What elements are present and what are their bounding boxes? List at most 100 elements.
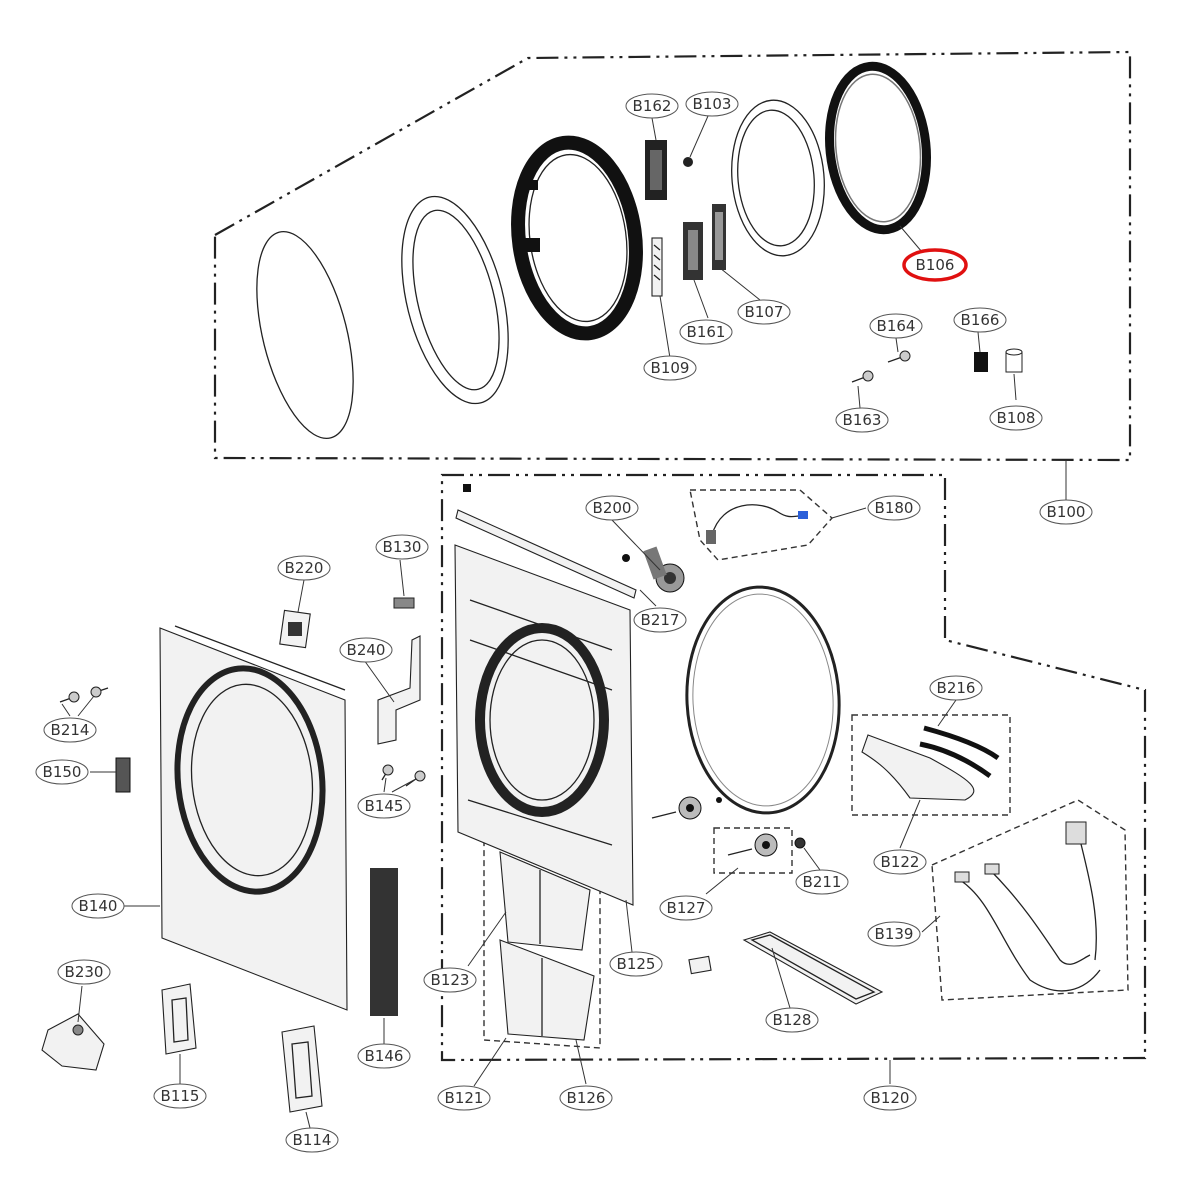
svg-text:B125: B125 <box>617 955 656 973</box>
label-b100[interactable]: B100 <box>1039 499 1093 525</box>
svg-text:B126: B126 <box>567 1089 606 1107</box>
bearing-b127 <box>651 796 778 857</box>
label-b120[interactable]: B120 <box>863 1085 917 1111</box>
label-b200[interactable]: B200 <box>585 495 639 521</box>
svg-text:B114: B114 <box>293 1131 332 1149</box>
label-b163[interactable]: B163 <box>835 407 889 433</box>
svg-text:B139: B139 <box>875 925 914 943</box>
label-b115[interactable]: B115 <box>153 1083 207 1109</box>
label-b139[interactable]: B139 <box>867 921 921 947</box>
svg-text:B122: B122 <box>881 853 920 871</box>
wire-harness-b180 <box>706 504 808 544</box>
label-b162[interactable]: B162 <box>625 93 679 119</box>
label-b108[interactable]: B108 <box>989 405 1043 431</box>
label-b122[interactable]: B122 <box>873 849 927 875</box>
label-b161[interactable]: B161 <box>679 319 733 345</box>
svg-text:B162: B162 <box>633 97 672 115</box>
b127-group-boundary <box>713 827 793 874</box>
svg-text:B150: B150 <box>43 763 82 781</box>
filter-housing-b128 <box>688 931 884 1005</box>
svg-text:B166: B166 <box>961 311 1000 329</box>
label-b107[interactable]: B107 <box>737 299 791 325</box>
wire-harness-b139 <box>954 821 1101 992</box>
screw-b103 <box>683 157 693 167</box>
hinge-cover-b114 <box>281 1025 323 1113</box>
door-gasket-b106 <box>824 61 932 235</box>
door-assembly-boundary <box>213 50 1132 462</box>
door-hinge-block <box>645 140 667 200</box>
svg-text:B214: B214 <box>51 721 90 739</box>
label-b140[interactable]: B140 <box>71 893 125 919</box>
top-bracket-strip <box>455 484 637 599</box>
door-hook-b107 <box>712 204 726 270</box>
svg-text:B200: B200 <box>593 499 632 517</box>
label-b166[interactable]: B166 <box>953 307 1007 333</box>
svg-text:B109: B109 <box>651 359 690 377</box>
svg-text:B216: B216 <box>937 679 976 697</box>
svg-text:B120: B120 <box>871 1089 910 1107</box>
label-b146[interactable]: B146 <box>357 1043 411 1069</box>
label-b106[interactable]: B106 <box>902 248 968 282</box>
svg-text:B106: B106 <box>916 256 955 274</box>
label-b103[interactable]: B103 <box>685 91 739 117</box>
svg-text:B240: B240 <box>347 641 386 659</box>
front-frame-b125 <box>454 544 634 906</box>
label-b121[interactable]: B121 <box>437 1085 491 1111</box>
hinge-b150 <box>115 757 131 793</box>
gasket-ring-large <box>685 585 841 815</box>
label-b164[interactable]: B164 <box>869 313 923 339</box>
label-b145[interactable]: B145 <box>357 793 411 819</box>
label-b126[interactable]: B126 <box>559 1085 613 1111</box>
label-b230[interactable]: B230 <box>57 959 111 985</box>
svg-text:B127: B127 <box>667 899 706 917</box>
svg-text:B146: B146 <box>365 1047 404 1065</box>
label-b114[interactable]: B114 <box>285 1127 339 1153</box>
lint-filter-b126 <box>499 939 595 1041</box>
b216-group-boundary <box>851 714 1011 816</box>
label-b125[interactable]: B125 <box>609 951 663 977</box>
svg-text:B211: B211 <box>803 873 842 891</box>
hinge-cover-b115 <box>161 983 197 1055</box>
svg-text:B107: B107 <box>745 303 784 321</box>
svg-text:B164: B164 <box>877 317 916 335</box>
svg-text:B115: B115 <box>161 1087 200 1105</box>
sensor-b200 <box>643 546 685 593</box>
b180-group-boundary <box>689 489 833 561</box>
screws-b145 <box>381 764 426 787</box>
door-frame <box>511 135 643 341</box>
duct-b122 <box>861 725 1000 801</box>
label-b150[interactable]: B150 <box>35 759 89 785</box>
svg-text:B108: B108 <box>997 409 1036 427</box>
svg-text:B145: B145 <box>365 797 404 815</box>
switch-b130 <box>393 597 415 609</box>
label-b240[interactable]: B240 <box>339 637 393 663</box>
nut-b217 <box>622 554 630 562</box>
screw-b163 <box>851 370 874 383</box>
label-b216[interactable]: B216 <box>929 675 983 701</box>
front-panel-assembly-boundary <box>440 473 1147 1062</box>
leader-lines <box>61 115 1067 1129</box>
svg-text:B230: B230 <box>65 963 104 981</box>
svg-text:B121: B121 <box>445 1089 484 1107</box>
svg-text:B217: B217 <box>641 611 680 629</box>
label-b128[interactable]: B128 <box>765 1007 819 1033</box>
label-b130[interactable]: B130 <box>375 534 429 560</box>
label-b180[interactable]: B180 <box>867 495 921 521</box>
svg-text:B163: B163 <box>843 411 882 429</box>
label-b211[interactable]: B211 <box>795 869 849 895</box>
label-b127[interactable]: B127 <box>659 895 713 921</box>
svg-text:B130: B130 <box>383 538 422 556</box>
svg-text:B100: B100 <box>1047 503 1086 521</box>
label-b217[interactable]: B217 <box>633 607 687 633</box>
label-b220[interactable]: B220 <box>277 555 331 581</box>
svg-text:B128: B128 <box>773 1011 812 1029</box>
gasket-strip-b146 <box>370 868 398 1016</box>
svg-text:B220: B220 <box>285 559 324 577</box>
label-b214[interactable]: B214 <box>43 717 97 743</box>
label-b109[interactable]: B109 <box>643 355 697 381</box>
svg-text:B161: B161 <box>687 323 726 341</box>
door-latch-b109 <box>651 237 663 297</box>
label-b123[interactable]: B123 <box>423 967 477 993</box>
